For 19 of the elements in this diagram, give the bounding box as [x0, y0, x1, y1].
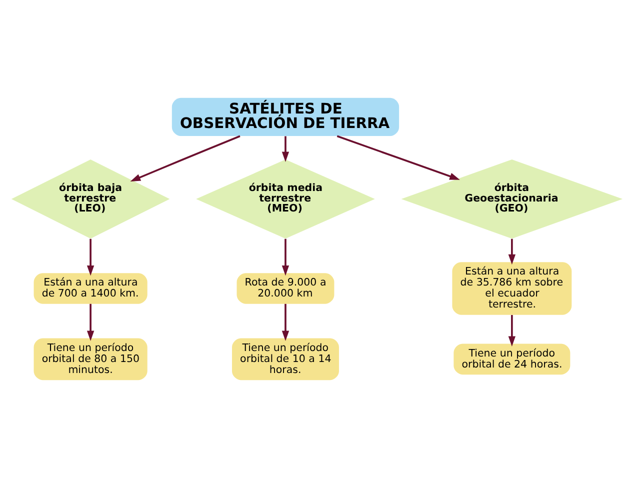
node-box: Rota de 9.000 a 20.000 km	[236, 273, 334, 304]
arrow	[282, 304, 290, 342]
arrow	[86, 304, 94, 342]
arrow	[130, 135, 240, 182]
arrow	[86, 238, 94, 276]
node-box: SATÉLITES DE OBSERVACIÓN DE TIERRA	[172, 98, 400, 136]
node-box: Tiene un período orbital de 10 a 14 horas.	[232, 338, 339, 380]
node-diamond: órbita media terrestre (MEO)	[196, 160, 375, 239]
arrow	[508, 238, 516, 265]
arrow	[508, 314, 516, 346]
arrow	[336, 135, 460, 180]
node-box: Están a una altura de 35.786 km sobre el ecuador terrestre.	[452, 262, 572, 315]
arrow	[282, 238, 290, 276]
node-box: Están a una altura de 700 a 1400 km.	[34, 273, 148, 304]
node-box: Tiene un período orbital de 80 a 150 minutos.	[34, 338, 148, 380]
node-diamond: órbita baja terrestre (LEO)	[11, 160, 170, 239]
node-diamond: órbita Geoestacionaria (GEO)	[401, 160, 623, 239]
arrow	[282, 136, 290, 162]
node-box: Tiene un período orbital de 24 horas.	[454, 344, 570, 375]
